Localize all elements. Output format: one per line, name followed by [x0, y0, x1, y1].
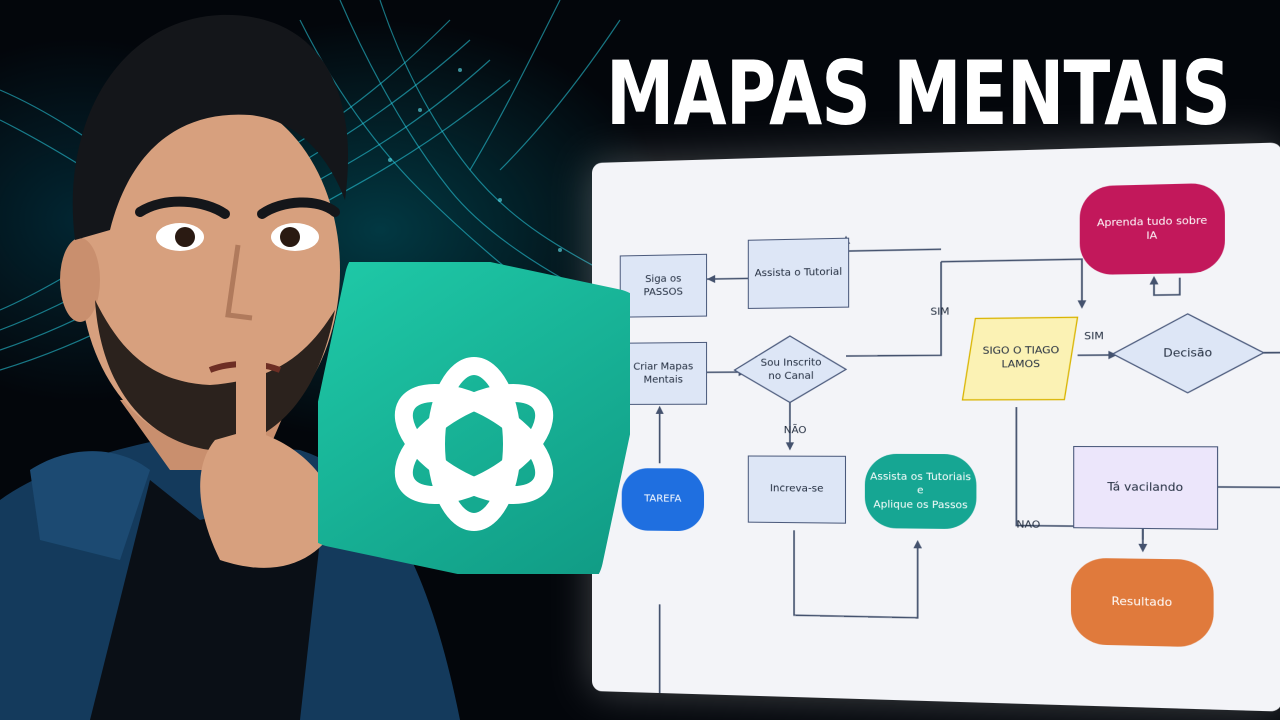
node-increva-se: Increva-se	[748, 455, 846, 523]
node-ta-vacilando: Tá vacilando	[1073, 446, 1218, 530]
node-decisao: Decisão	[1148, 342, 1227, 364]
node-resultado: Resultado	[1071, 558, 1214, 648]
node-assista-tutoriais: Assista os Tutoriais e Aplique os Passos	[865, 454, 977, 529]
node-aprenda-ia: Aprenda tudo sobre IA	[1080, 183, 1225, 275]
label-sim-top: SIM	[930, 306, 949, 318]
page-title: MAPAS MENTAIS	[606, 50, 1230, 138]
node-sigo-tiago: SIGO O TIAGO LAMOS	[971, 336, 1071, 379]
label-nao-bottom: NAO	[1016, 519, 1040, 531]
node-sou-inscrito: Sou Inscrito no Canal	[745, 351, 838, 388]
label-nao-mid: NÃO	[784, 425, 807, 436]
label-sim-right: SIM	[1084, 331, 1104, 343]
node-assista-tutorial: Assista o Tutorial	[748, 238, 849, 309]
flowchart-card: Siga os PASSOS Assista o Tutorial Criar …	[592, 142, 1280, 711]
chatgpt-logo-icon	[318, 262, 630, 574]
